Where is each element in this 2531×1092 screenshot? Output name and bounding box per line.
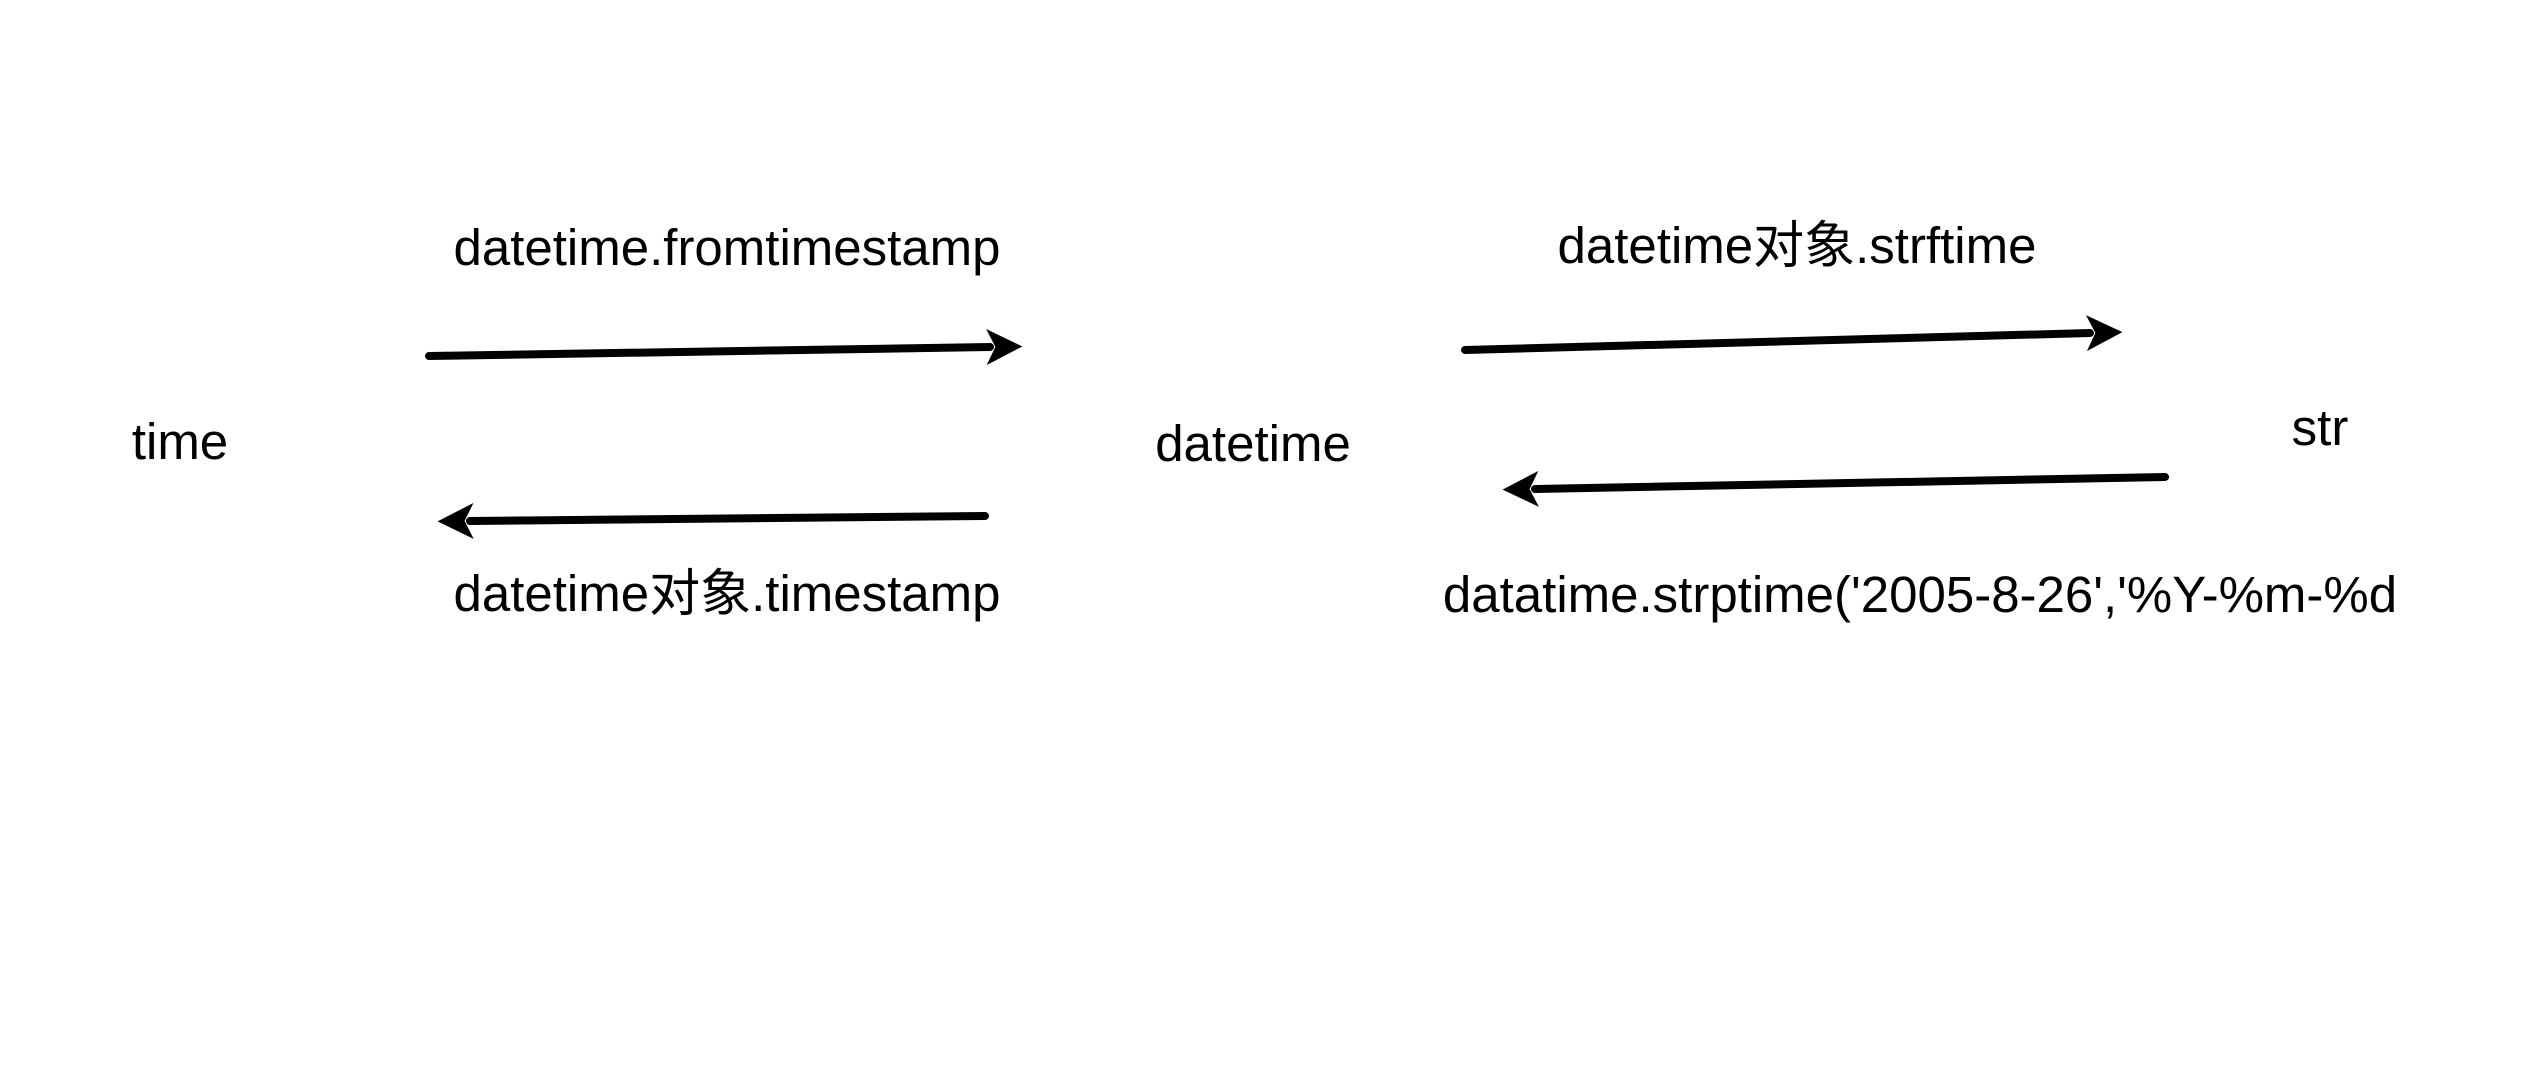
arrow-time-to-datetime-icon <box>425 329 1023 366</box>
node-str: str <box>2291 399 2349 456</box>
node-time: time <box>131 413 229 470</box>
edge-label-strftime: datetime对象.strftime <box>1557 217 2037 274</box>
arrow-datetime-to-time-icon <box>437 502 989 539</box>
edge-label-timestamp: datetime对象.timestamp <box>453 565 1001 622</box>
arrow-datetime-to-str-icon <box>1461 315 2123 354</box>
edge-label-fromtimestamp: datetime.fromtimestamp <box>453 219 1001 276</box>
node-datetime: datetime <box>1155 415 1351 472</box>
arrow-str-to-datetime-icon <box>1502 470 2169 507</box>
edge-label-strptime: datatime.strptime('2005-8-26','%Y-%m-%d <box>1442 566 2398 623</box>
